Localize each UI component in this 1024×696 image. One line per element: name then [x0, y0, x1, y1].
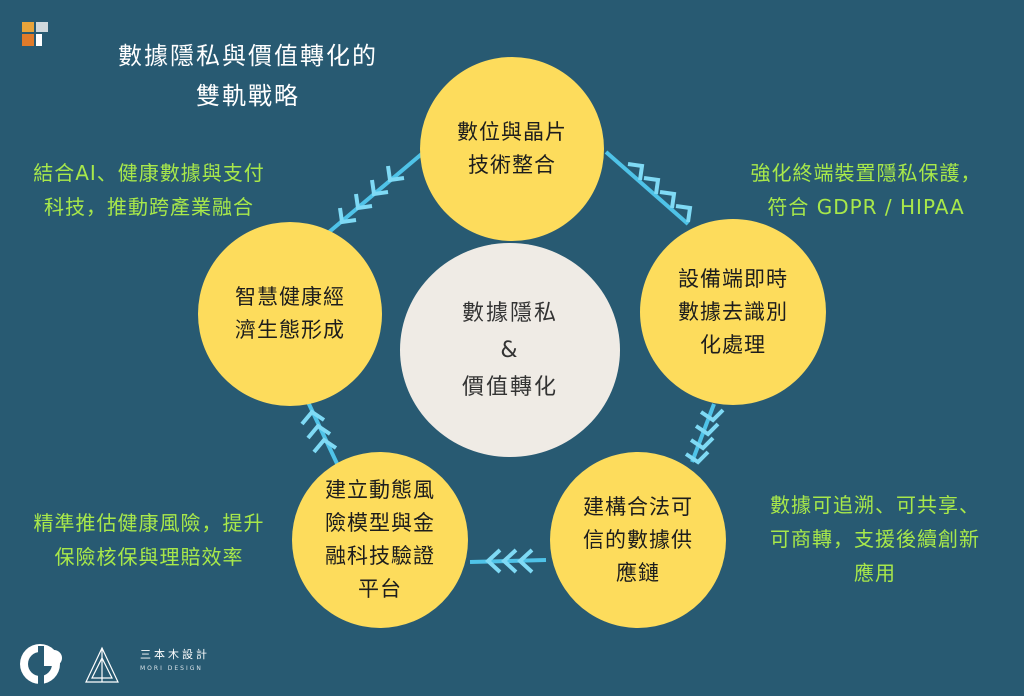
note-top-right: 強化終端裝置隱私保護， 符合 GDPR / HIPAA: [724, 156, 1008, 224]
node-bottom-left-line-3: 融科技驗證: [325, 544, 435, 568]
brand-sub: MORI DESIGN: [140, 665, 203, 672]
node-right-line-3: 化處理: [700, 332, 766, 357]
arrow-top-to-right: [604, 150, 693, 226]
brand-name: 三本木設計: [140, 648, 210, 661]
center-line-1: 數據隱私: [461, 300, 558, 326]
node-bottom-left-line-1: 建立動態風: [325, 478, 435, 502]
title-line-1: 數據隱私與價值轉化的: [118, 42, 378, 70]
center-circle: 數據隱私 & 價值轉化: [400, 243, 620, 457]
node-top-line-2: 技術整合: [468, 153, 556, 177]
node-top: 數位與晶片 技術整合: [420, 57, 604, 241]
center-line-2: &: [500, 337, 520, 363]
node-right-line-2: 數據去識別: [678, 299, 788, 324]
note-bottom-right: 數據可追溯、可共享、 可商轉，支援後續創新 應用: [740, 488, 1010, 590]
arrow-bottom-left-to-left: [300, 401, 342, 471]
node-bottom-left-line-2: 險模型與金: [325, 511, 435, 535]
arrow-bottom-right-to-bottom-left: [469, 548, 547, 574]
brand-text: 三本木設計 MORI DESIGN: [140, 648, 210, 676]
footer-logo-icon: [20, 644, 119, 686]
note-bottom-left-line-1: 精準推估健康風險，提升: [33, 511, 265, 535]
note-bottom-right-line-1: 數據可追溯、可共享、: [770, 493, 980, 517]
arrow-right-to-bottom-right: [684, 403, 725, 465]
node-bottom-left-line-4: 平台: [358, 577, 402, 601]
title-line-2: 雙軌戰略: [196, 82, 300, 110]
node-bottom-right-line-2: 信的數據供: [583, 527, 693, 552]
node-bottom-right-line-3: 應鏈: [616, 560, 660, 585]
node-right: 設備端即時 數據去識別 化處理: [640, 219, 826, 405]
note-bottom-right-line-3: 應用: [854, 561, 896, 585]
node-right-line-1: 設備端即時: [678, 266, 788, 291]
center-line-3: 價值轉化: [461, 374, 558, 400]
corner-logo-icon: [22, 22, 48, 46]
note-top-left-line-2: 科技，推動跨產業融合: [44, 195, 254, 219]
note-bottom-left: 精準推估健康風險，提升 保險核保與理賠效率: [6, 506, 292, 574]
note-bottom-right-line-2: 可商轉，支援後續創新: [770, 527, 980, 551]
node-top-line-1: 數位與晶片: [457, 120, 567, 144]
arrow-left-to-top: [320, 150, 426, 240]
node-left: 智慧健康經 濟生態形成: [198, 222, 382, 406]
note-top-left: 結合AI、健康數據與支付 科技，推動跨產業融合: [6, 156, 292, 224]
note-top-right-line-1: 強化終端裝置隱私保護，: [750, 161, 982, 185]
node-bottom-right: 建構合法可 信的數據供 應鏈: [550, 452, 726, 628]
note-top-right-line-2: 符合 GDPR / HIPAA: [767, 195, 965, 219]
diagram-title: 數據隱私與價值轉化的 雙軌戰略: [78, 36, 418, 116]
note-bottom-left-line-2: 保險核保與理賠效率: [54, 545, 244, 569]
note-top-left-line-1: 結合AI、健康數據與支付: [33, 161, 265, 185]
node-left-line-2: 濟生態形成: [235, 318, 345, 342]
node-left-line-1: 智慧健康經: [235, 285, 345, 309]
node-bottom-left: 建立動態風 險模型與金 融科技驗證 平台: [292, 452, 468, 628]
node-bottom-right-line-1: 建構合法可: [583, 494, 693, 519]
